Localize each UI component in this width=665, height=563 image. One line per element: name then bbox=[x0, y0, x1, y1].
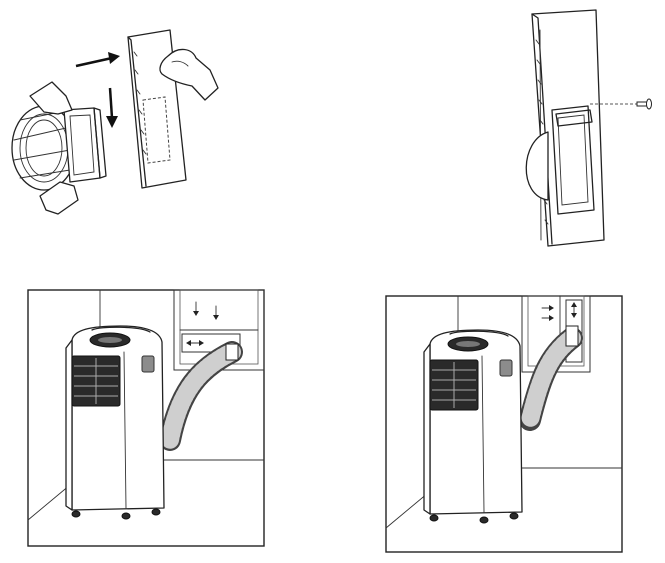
exhaust-hose bbox=[519, 325, 583, 431]
hand-left-top bbox=[29, 81, 73, 115]
wheel bbox=[509, 512, 519, 520]
arrow-right-icon bbox=[75, 52, 120, 68]
wheel bbox=[121, 512, 131, 520]
wheel bbox=[151, 508, 161, 516]
side-handle bbox=[499, 359, 513, 377]
hose-window-adapter bbox=[63, 107, 107, 183]
wheel bbox=[429, 514, 439, 522]
exhaust-hose bbox=[159, 341, 243, 451]
mounted-adapter bbox=[551, 105, 595, 215]
portable-ac-unit bbox=[65, 325, 165, 520]
wheel bbox=[479, 516, 489, 524]
wheel bbox=[71, 510, 81, 518]
hose-behind bbox=[525, 131, 549, 201]
arrow-down-icon bbox=[106, 87, 118, 128]
panel-step-1 bbox=[11, 29, 219, 215]
panel-step-4 bbox=[385, 295, 623, 553]
side-handle bbox=[141, 355, 155, 373]
screw-icon bbox=[590, 98, 652, 110]
panel-step-3 bbox=[27, 289, 265, 547]
hand-right bbox=[159, 48, 219, 101]
panel-step-2 bbox=[525, 9, 652, 247]
hand-left-bottom bbox=[39, 181, 79, 215]
portable-ac-unit bbox=[423, 329, 523, 524]
